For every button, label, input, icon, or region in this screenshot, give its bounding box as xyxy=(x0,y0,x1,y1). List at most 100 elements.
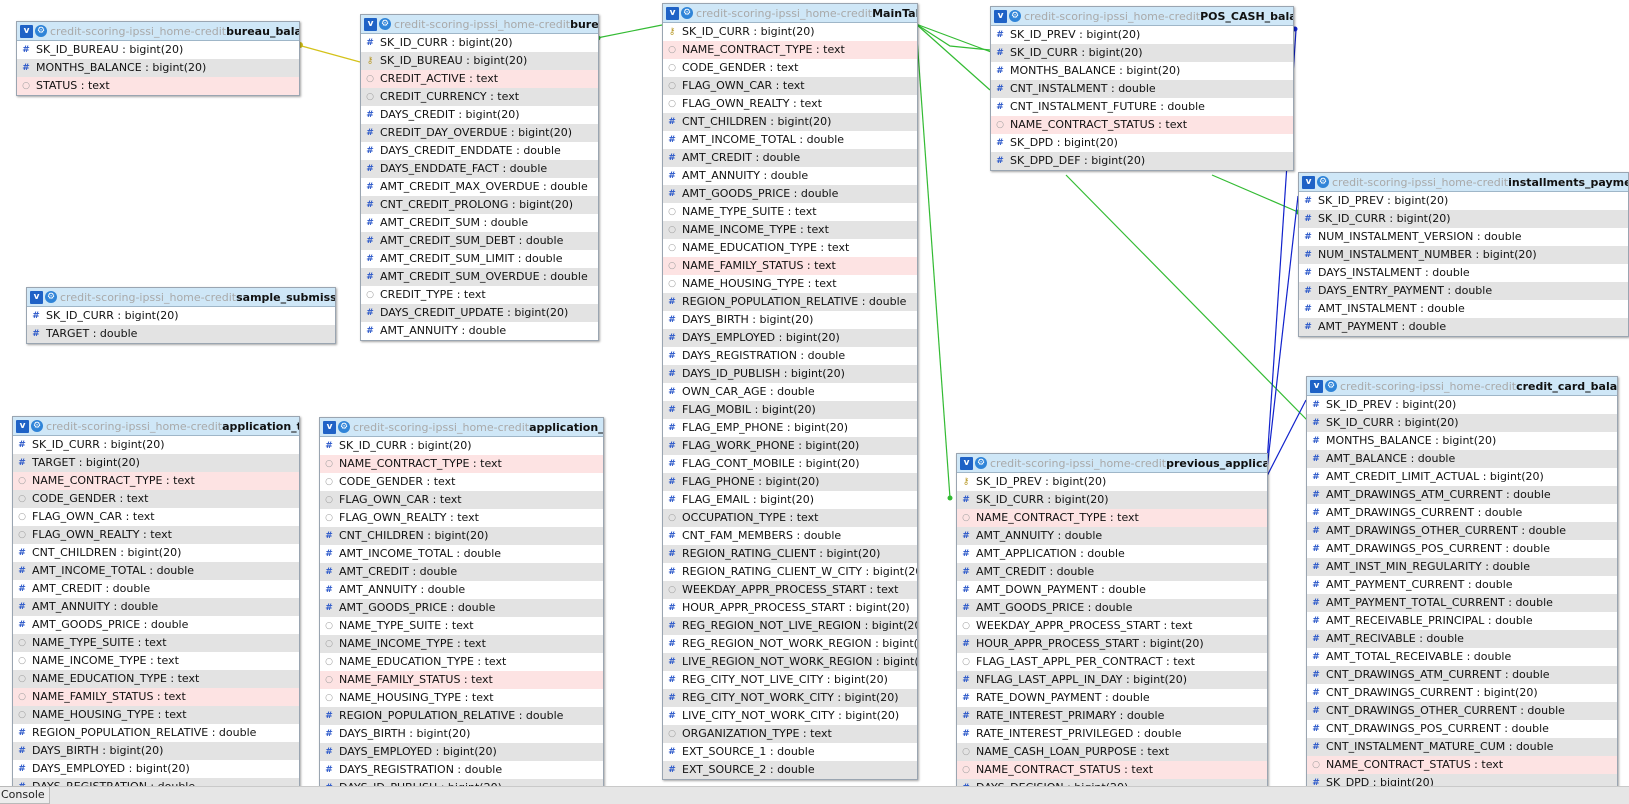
table-field-row[interactable]: #AMT_CREDIT_SUM_OVERDUE : double xyxy=(361,268,598,286)
table-field-row[interactable]: ○CODE_GENDER : text xyxy=(320,473,603,491)
toggle-visibility-icon[interactable]: v xyxy=(960,456,973,470)
table-field-row[interactable]: ○NAME_INCOME_TYPE : text xyxy=(320,635,603,653)
table-field-row[interactable]: ○NAME_CONTRACT_STATUS : text xyxy=(1307,756,1617,774)
table-field-row[interactable]: ○CODE_GENDER : text xyxy=(13,490,299,508)
toggle-visibility-icon[interactable]: v xyxy=(364,17,377,31)
table-field-row[interactable]: #HOUR_APPR_PROCESS_START : bigint(20) xyxy=(957,635,1267,653)
table-field-row[interactable]: #AMT_ANNUITY : double xyxy=(957,527,1267,545)
table-field-row[interactable]: #AMT_CREDIT_SUM : double xyxy=(361,214,598,232)
table-field-row[interactable]: #AMT_ANNUITY : double xyxy=(320,581,603,599)
table-field-row[interactable]: ○NAME_INCOME_TYPE : text xyxy=(663,221,917,239)
table-field-row[interactable]: #AMT_CREDIT : double xyxy=(13,580,299,598)
table-field-row[interactable]: #NUM_INSTALMENT_NUMBER : bigint(20) xyxy=(1299,246,1628,264)
table-name[interactable]: credit_card_balance xyxy=(1516,379,1617,393)
table-field-row[interactable]: #DAYS_CREDIT_ENDDATE : double xyxy=(361,142,598,160)
table-field-row[interactable]: #AMT_RECIVABLE : double xyxy=(1307,630,1617,648)
table-field-row[interactable]: #OWN_CAR_AGE : double xyxy=(663,383,917,401)
table-field-row[interactable]: #FLAG_EMP_PHONE : bigint(20) xyxy=(663,419,917,437)
table-field-row[interactable]: ○NAME_CONTRACT_STATUS : text xyxy=(957,761,1267,779)
table-field-row[interactable]: #RATE_INTEREST_PRIVILEGED : double xyxy=(957,725,1267,743)
table-field-row[interactable]: #NFLAG_LAST_APPL_IN_DAY : bigint(20) xyxy=(957,671,1267,689)
table-field-row[interactable]: #TARGET : bigint(20) xyxy=(13,454,299,472)
table-field-row[interactable]: #CNT_INSTALMENT : double xyxy=(991,80,1293,98)
table-field-row[interactable]: ⚷SK_ID_PREV : bigint(20) xyxy=(957,473,1267,491)
table-field-row[interactable]: ○CREDIT_TYPE : text xyxy=(361,286,598,304)
gear-icon[interactable]: ⚙ xyxy=(35,25,47,37)
table-field-row[interactable]: #AMT_DRAWINGS_POS_CURRENT : double xyxy=(1307,540,1617,558)
table-field-row[interactable]: #CNT_INSTALMENT_MATURE_CUM : double xyxy=(1307,738,1617,756)
table-field-row[interactable]: #SK_ID_CURR : bigint(20) xyxy=(361,34,598,52)
table-field-row[interactable]: #DAYS_ID_PUBLISH : bigint(20) xyxy=(663,365,917,383)
table-field-row[interactable]: #CNT_FAM_MEMBERS : double xyxy=(663,527,917,545)
table-field-row[interactable]: #AMT_CREDIT_SUM_DEBT : double xyxy=(361,232,598,250)
gear-icon[interactable]: ⚙ xyxy=(338,421,350,433)
table-field-row[interactable]: #DAYS_ENTRY_PAYMENT : double xyxy=(1299,282,1628,300)
table-field-row[interactable]: #DAYS_EMPLOYED : bigint(20) xyxy=(13,760,299,778)
gear-icon[interactable]: ⚙ xyxy=(379,18,391,30)
table-field-row[interactable]: #CNT_INSTALMENT_FUTURE : double xyxy=(991,98,1293,116)
table-field-row[interactable]: #AMT_CREDIT_MAX_OVERDUE : double xyxy=(361,178,598,196)
gear-icon[interactable]: ⚙ xyxy=(1009,10,1021,22)
table-field-row[interactable]: #SK_ID_CURR : bigint(20) xyxy=(320,437,603,455)
table-name[interactable]: POS_CASH_balance xyxy=(1200,9,1293,23)
gear-icon[interactable]: ⚙ xyxy=(45,291,57,303)
table-name[interactable]: MainTable xyxy=(872,6,917,20)
table-field-row[interactable]: #SK_ID_CURR : bigint(20) xyxy=(1299,210,1628,228)
table-field-row[interactable]: #AMT_INSTALMENT : double xyxy=(1299,300,1628,318)
table-field-row[interactable]: #AMT_PAYMENT : double xyxy=(1299,318,1628,336)
table-field-row[interactable]: ○NAME_TYPE_SUITE : text xyxy=(320,617,603,635)
table-field-row[interactable]: #DAYS_CREDIT_UPDATE : bigint(20) xyxy=(361,304,598,322)
table-bureau[interactable]: v⚙credit-scoring-ipssi_home-creditbureau… xyxy=(360,14,599,341)
table-field-row[interactable]: ○OCCUPATION_TYPE : text xyxy=(663,509,917,527)
table-field-row[interactable]: #AMT_ANNUITY : double xyxy=(13,598,299,616)
table-field-row[interactable]: ○NAME_CONTRACT_TYPE : text xyxy=(320,455,603,473)
toggle-visibility-icon[interactable]: v xyxy=(30,290,43,304)
table-field-row[interactable]: #RATE_DOWN_PAYMENT : double xyxy=(957,689,1267,707)
table-field-row[interactable]: #AMT_DRAWINGS_ATM_CURRENT : double xyxy=(1307,486,1617,504)
table-name[interactable]: installments_payments xyxy=(1508,175,1628,189)
toggle-visibility-icon[interactable]: v xyxy=(20,24,33,38)
table-field-row[interactable]: ○NAME_HOUSING_TYPE : text xyxy=(13,706,299,724)
table-field-row[interactable]: #SK_ID_CURR : bigint(20) xyxy=(13,436,299,454)
table-field-row[interactable]: #REGION_RATING_CLIENT_W_CITY : bigint(20… xyxy=(663,563,917,581)
table-field-row[interactable]: ○FLAG_OWN_REALTY : text xyxy=(663,95,917,113)
table-field-row[interactable]: #AMT_CREDIT_LIMIT_ACTUAL : bigint(20) xyxy=(1307,468,1617,486)
table-name[interactable]: application_test xyxy=(529,420,603,434)
table-field-row[interactable]: #SK_DPD : bigint(20) xyxy=(991,134,1293,152)
table-field-row[interactable]: #DAYS_ENDDATE_FACT : double xyxy=(361,160,598,178)
table-field-row[interactable]: #DAYS_BIRTH : bigint(20) xyxy=(13,742,299,760)
table-field-row[interactable]: #DAYS_BIRTH : bigint(20) xyxy=(663,311,917,329)
table-field-row[interactable]: #AMT_DRAWINGS_OTHER_CURRENT : double xyxy=(1307,522,1617,540)
table-field-row[interactable]: #REGION_POPULATION_RELATIVE : double xyxy=(320,707,603,725)
table-field-row[interactable]: #DAYS_REGISTRATION : double xyxy=(663,347,917,365)
table-field-row[interactable]: ○NAME_CASH_LOAN_PURPOSE : text xyxy=(957,743,1267,761)
table-field-row[interactable]: #AMT_DOWN_PAYMENT : double xyxy=(957,581,1267,599)
table-field-row[interactable]: #REG_REGION_NOT_LIVE_REGION : bigint(20) xyxy=(663,617,917,635)
table-field-row[interactable]: #AMT_INCOME_TOTAL : double xyxy=(663,131,917,149)
table-field-row[interactable]: #CNT_DRAWINGS_CURRENT : bigint(20) xyxy=(1307,684,1617,702)
table-field-row[interactable]: #FLAG_MOBIL : bigint(20) xyxy=(663,401,917,419)
table-field-row[interactable]: ○NAME_EDUCATION_TYPE : text xyxy=(13,670,299,688)
table-field-row[interactable]: ○NAME_FAMILY_STATUS : text xyxy=(320,671,603,689)
table-field-row[interactable]: #AMT_BALANCE : double xyxy=(1307,450,1617,468)
table-name[interactable]: previous_application xyxy=(1166,456,1267,470)
table-field-row[interactable]: #MONTHS_BALANCE : bigint(20) xyxy=(991,62,1293,80)
table-field-row[interactable]: #AMT_TOTAL_RECEIVABLE : double xyxy=(1307,648,1617,666)
table-field-row[interactable]: #REGION_POPULATION_RELATIVE : double xyxy=(663,293,917,311)
table-field-row[interactable]: ⚷SK_ID_CURR : bigint(20) xyxy=(663,23,917,41)
table-field-row[interactable]: ○FLAG_OWN_REALTY : text xyxy=(320,509,603,527)
table-name[interactable]: bureau_balance xyxy=(226,24,299,38)
